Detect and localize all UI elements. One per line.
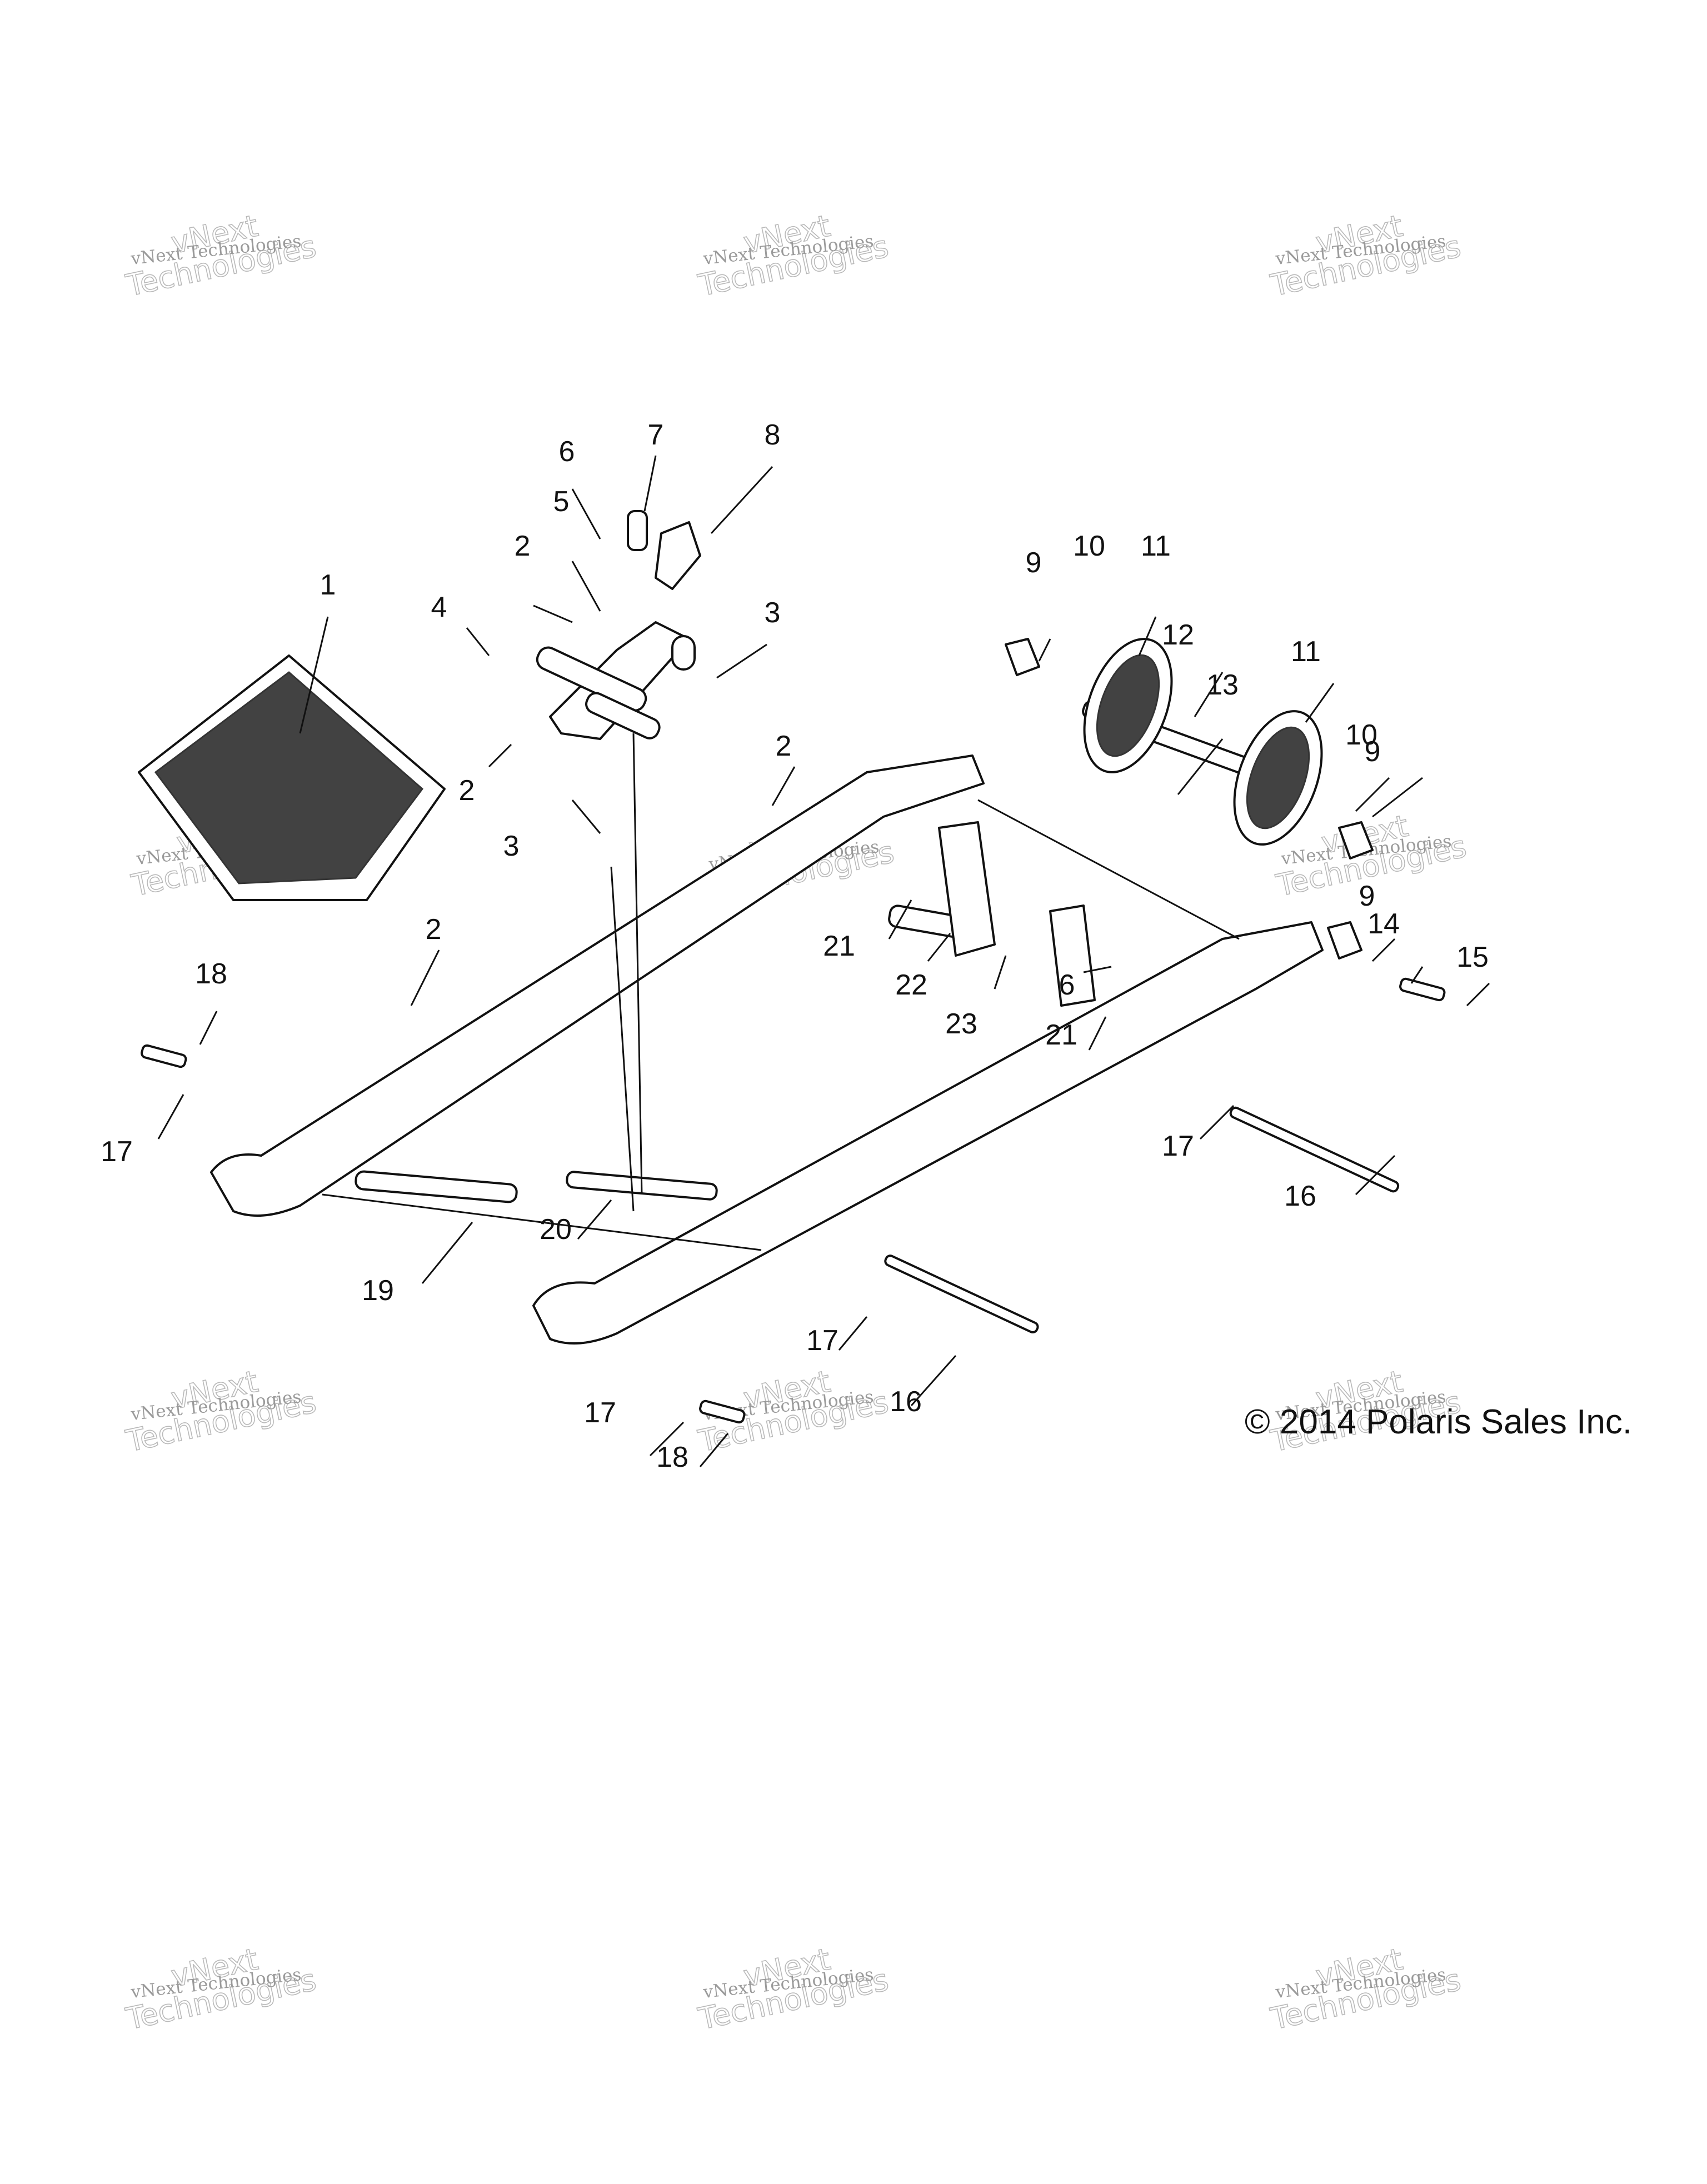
callout-18: 18: [195, 958, 227, 990]
callout-2: 2: [426, 913, 442, 946]
callout-14: 14: [1367, 908, 1400, 940]
callout-16: 16: [1284, 1180, 1316, 1212]
callout-6: 6: [1059, 969, 1075, 1001]
callout-17: 17: [101, 1136, 133, 1168]
callout-2: 2: [776, 730, 792, 762]
callout-19: 19: [362, 1275, 394, 1307]
callout-3: 3: [503, 830, 520, 862]
callout-2: 2: [515, 530, 531, 562]
callout-17: 17: [806, 1325, 838, 1357]
callout-15: 15: [1456, 941, 1489, 973]
callout-20: 20: [540, 1213, 572, 1246]
callout-22: 22: [895, 969, 927, 1001]
callout-16: 16: [890, 1386, 922, 1418]
callout-23: 23: [945, 1008, 977, 1040]
callout-8: 8: [765, 419, 781, 451]
part-5-torque-arm: [536, 510, 701, 740]
callout-12: 12: [1162, 619, 1194, 651]
callout-1: 1: [320, 569, 336, 601]
callout-17: 17: [1162, 1130, 1194, 1162]
callout-10: 10: [1345, 719, 1377, 751]
copyright-text: © 2014 Polaris Sales Inc.: [1245, 1403, 1632, 1441]
callout-7: 7: [648, 419, 664, 451]
callout-13: 13: [1206, 669, 1239, 701]
callout-9: 9: [1359, 880, 1375, 912]
callout-18: 18: [656, 1441, 688, 1473]
callout-leaders: [157, 455, 1490, 1467]
callout-11: 11: [1141, 530, 1171, 562]
callout-9: 9: [1365, 736, 1381, 768]
callout-9: 9: [1026, 547, 1042, 579]
callout-17: 17: [584, 1397, 616, 1429]
callout-11: 11: [1291, 636, 1321, 668]
callout-3: 3: [765, 597, 781, 629]
callout-6: 6: [559, 436, 575, 468]
callout-2: 2: [459, 774, 475, 807]
callout-10: 10: [1073, 530, 1105, 562]
part-rails: [141, 733, 1446, 1424]
part-1-cleat-pad: [138, 616, 446, 901]
callout-5: 5: [553, 486, 570, 518]
callout-4: 4: [431, 591, 447, 623]
part-11-rear-wheels: [1005, 638, 1374, 959]
callout-21: 21: [823, 930, 855, 962]
callout-21: 21: [1045, 1019, 1077, 1051]
